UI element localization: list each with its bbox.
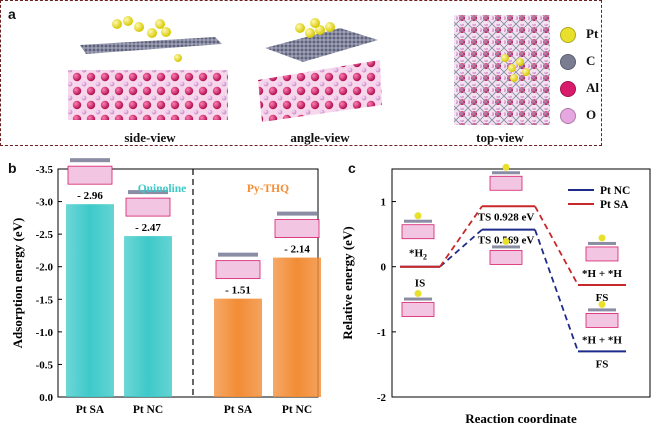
energy-connector [439,205,483,268]
y-tick-label: 0.0 [39,392,53,404]
bar [124,236,172,397]
x-tick-label: Pt SA [224,404,253,416]
fs-nc-label: FS [596,358,609,370]
slab-illustration [215,260,261,280]
bar [66,204,114,397]
legend-al-label: Al [586,80,599,95]
is-species-label: *H2 [409,248,427,262]
y-tick-label: 1 [381,197,387,209]
y-axis-label: Relative energy (eV) [340,226,355,339]
x-tick-label: Pt SA [76,404,105,416]
graphene-illustration [218,252,258,257]
y-tick-label: -1.5 [36,294,54,306]
x-axis-label: Reaction coordinate [465,411,577,426]
y-tick-label: -2.0 [36,262,54,274]
slab-illustration [274,219,320,238]
y-tick-label: -0.5 [36,359,54,371]
view-label-side: side-view [124,130,176,145]
plot-frame [391,168,651,398]
legend-o-label: O [586,107,597,122]
subscript: 2 [423,253,427,262]
structure-illustrations [68,15,550,125]
pt-cluster-illustration [414,290,422,298]
slab-illustration [489,250,523,265]
y-tick-label: -3.0 [36,197,54,209]
panel-a-frame [0,0,602,146]
legend-pt: Pt [560,26,599,44]
x-tick-label: Pt NC [133,404,163,416]
legend-c: C [560,53,596,71]
graphene-illustration [277,211,317,216]
slab-illustration [401,224,435,240]
top-view-structure [454,15,550,125]
bar [273,257,321,397]
view-label-top: top-view [476,130,524,145]
pt-cluster-illustration [598,300,606,308]
graphene-illustration [588,241,616,245]
slab-illustration [585,312,619,328]
energy-connector [534,229,579,352]
graphene-illustration [404,297,432,301]
legend-c-label: C [586,53,596,68]
fs-sa-species-label: *H + *H [582,268,622,280]
group-label: Quinoline [138,183,187,195]
y-tick-label: -2 [377,392,387,404]
bar-value-label: - 2.14 [284,244,310,256]
pt-cluster-illustration [414,212,422,220]
legend-o: O [560,107,597,125]
side-view-structure [68,16,228,120]
slab-illustration [401,302,435,317]
o-atom-swatch [560,108,576,125]
chart-b: 0.0 -0.5 -1.0 -1.5 -2.0 -2.5 -3.0 -3.5Adsorptio… [10,158,321,416]
legend-al: Al [560,80,599,98]
slab-illustration [125,197,171,217]
y-tick-label: -2.5 [36,229,54,241]
panel-b-letter: b [8,160,17,176]
ts-sa-label: TS 0.928 eV [478,211,535,223]
graphene-illustration [128,190,168,195]
pt-cluster-illustration [502,237,510,245]
c-atom-swatch [560,54,576,71]
graphene-illustration [492,245,520,249]
energy-connector [534,205,579,286]
y-axis-label: Adsorption energy (eV) [10,218,25,349]
y-tick-label: -1.0 [36,327,54,339]
panel-c-letter: c [348,160,356,176]
energy-connector [439,228,483,268]
is-label: IS [415,278,425,290]
al-atom-swatch [560,81,576,98]
group-label: Py-THQ [247,183,289,195]
graphene-illustration [588,308,616,312]
view-label-angle: angle-view [290,130,350,145]
y-tick-label: -1 [377,327,386,339]
legend-label: Pt NC [600,185,630,197]
slab-illustration [67,165,113,185]
bar [214,298,262,397]
y-tick-label: -3.5 [36,164,54,176]
bar-value-label: - 2.96 [77,190,103,202]
y-tick-label: 0 [381,262,387,274]
pt-cluster-illustration [598,234,606,242]
legend-pt-label: Pt [586,26,599,41]
angle-view-structure [258,18,382,122]
bar-value-label: - 1.51 [225,285,251,297]
graphene-illustration [492,171,520,175]
fs-sa-label: FS [596,292,609,304]
slab-illustration [489,175,523,191]
fs-nc-species-label: *H + *H [582,334,622,346]
pt-cluster-illustration [502,163,510,171]
panel-a-letter: a [8,6,16,22]
x-tick-label: Pt NC [282,404,312,416]
bar-value-label: - 2.47 [135,222,161,234]
graphene-illustration [404,219,432,223]
slab-illustration [585,246,619,262]
legend-label: Pt SA [600,199,629,211]
pt-atom-swatch [560,27,576,44]
graphene-illustration [70,158,110,163]
